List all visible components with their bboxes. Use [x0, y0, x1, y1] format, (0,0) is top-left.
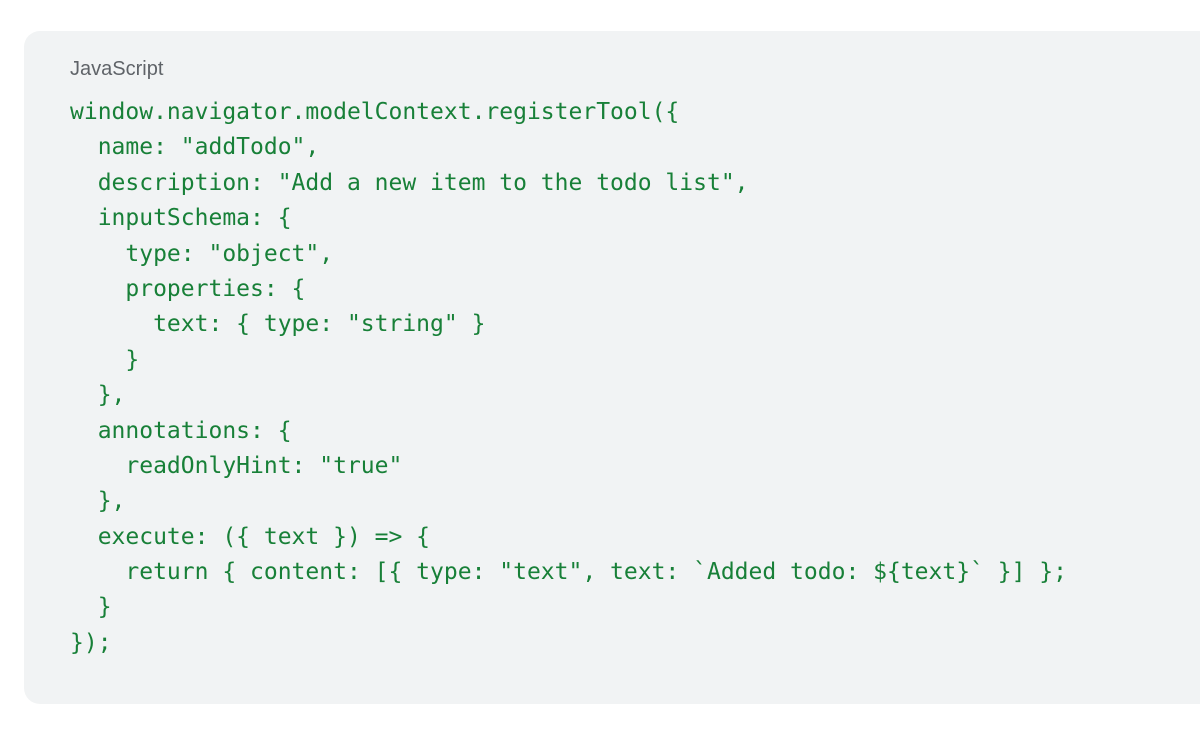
code-line: type: "object",: [70, 240, 334, 267]
code-line: readOnlyHint: "true": [70, 452, 403, 479]
code-line: return { content: [{ type: "text", text:…: [70, 559, 1067, 586]
code-line: name: "addTodo",: [70, 134, 320, 161]
code-line: inputSchema: {: [70, 205, 292, 232]
code-line: });: [70, 629, 112, 656]
code-block: JavaScript window.navigator.modelContext…: [24, 31, 1200, 704]
code-language-label: JavaScript: [70, 58, 164, 80]
code-line: description: "Add a new item to the todo…: [70, 169, 749, 196]
code-line: },: [70, 382, 126, 409]
code-line: text: { type: "string" }: [70, 311, 486, 338]
code-line: },: [70, 488, 126, 515]
code-line: execute: ({ text }) => {: [70, 523, 431, 550]
code-content[interactable]: window.navigator.modelContext.registerTo…: [70, 95, 1067, 661]
code-line: }: [70, 594, 112, 621]
code-line: properties: {: [70, 275, 306, 302]
code-line: annotations: {: [70, 417, 292, 444]
code-line: }: [70, 346, 140, 373]
code-line: window.navigator.modelContext.registerTo…: [70, 99, 680, 125]
